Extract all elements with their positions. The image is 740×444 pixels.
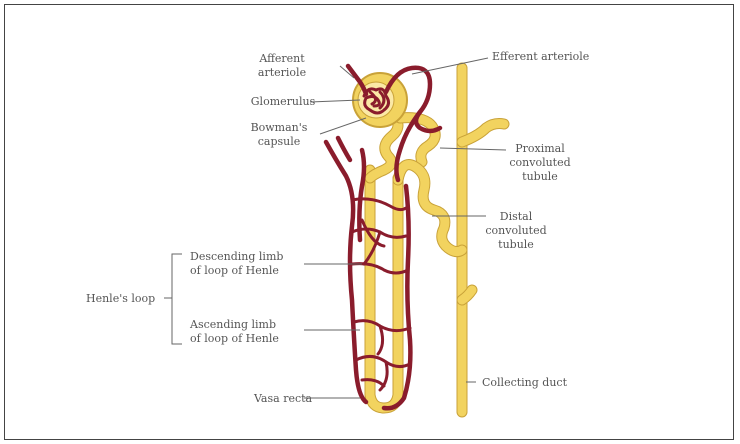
label-descending-line1: Descending limb <box>190 250 283 263</box>
label-proximal-line2: convoluted <box>509 156 570 169</box>
label-glomerulus: Glomerulus <box>251 95 316 108</box>
label-vasa-recta: Vasa recta <box>253 392 313 405</box>
label-distal-line2: convoluted <box>485 224 546 237</box>
label-proximal-line1: Proximal <box>515 142 565 155</box>
label-proximal-line3: tubule <box>522 170 558 183</box>
label-henles-loop: Henle's loop <box>86 292 155 305</box>
leader-lines <box>164 58 506 398</box>
label-distal-line1: Distal <box>500 210 533 223</box>
label-bowman-line1: Bowman's <box>251 121 308 134</box>
label-ascending-line1: Ascending limb <box>189 318 276 331</box>
label-ascending-line2: of loop of Henle <box>190 332 279 345</box>
label-bowman-line2: capsule <box>258 135 301 148</box>
loop-of-henle-shape <box>370 170 398 408</box>
diagram-labels: Afferent arteriole Efferent arteriole Gl… <box>86 50 589 405</box>
label-afferent-line1: Afferent <box>258 52 305 65</box>
label-distal-line3: tubule <box>498 238 534 251</box>
label-efferent: Efferent arteriole <box>492 50 589 63</box>
convoluted-tubule-shape <box>370 112 462 252</box>
label-descending-line2: of loop of Henle <box>190 264 279 277</box>
label-collecting-duct: Collecting duct <box>482 376 568 389</box>
label-afferent-line2: arteriole <box>258 66 306 79</box>
